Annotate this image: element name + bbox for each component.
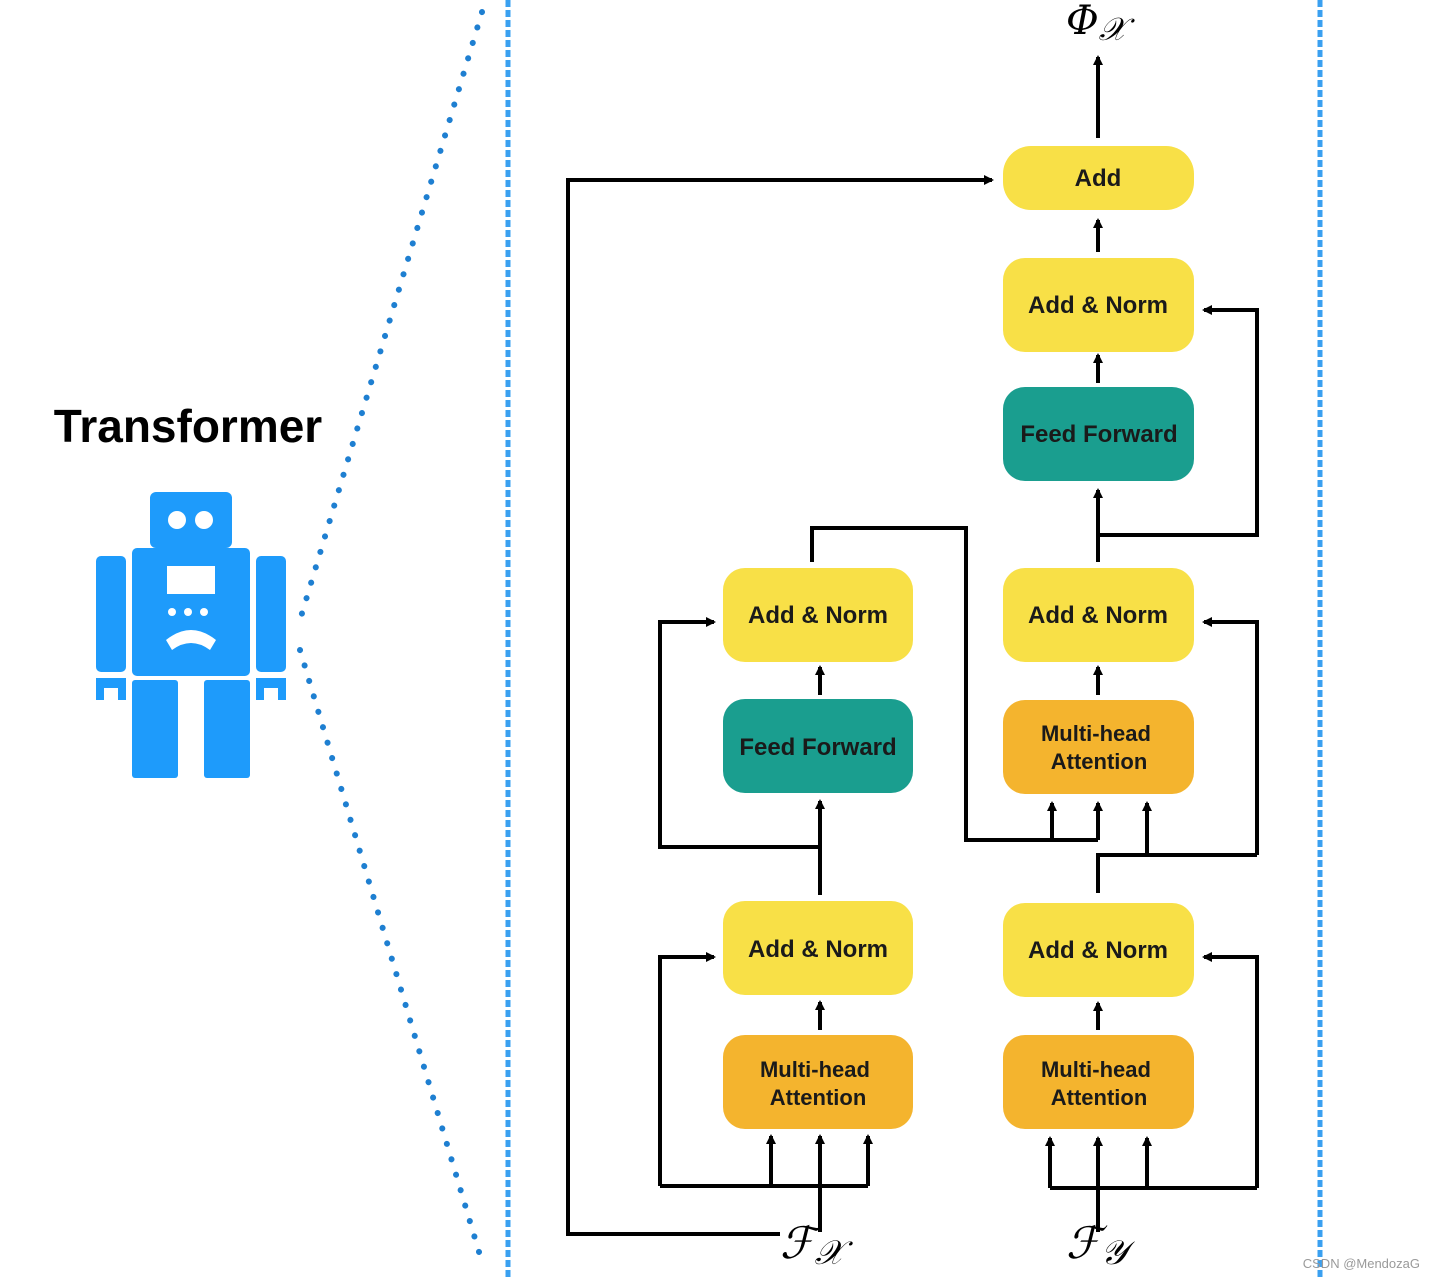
mha-line1: Multi-head: [760, 1057, 870, 1082]
multi-head-attention-box-right-bottom: [1003, 1035, 1194, 1129]
block-boxes: Add Add & Norm Feed Forward Add & Norm F…: [723, 146, 1194, 1129]
add-box-label: Add: [1075, 165, 1122, 192]
dotted-line-upper: [297, 9, 485, 623]
robot-icon: [96, 492, 286, 778]
add-norm-label-right-top: Add & Norm: [1028, 292, 1168, 319]
input-symbol-f-x: ℱ𝒳: [780, 1218, 854, 1273]
mha-line2: Attention: [1051, 749, 1148, 774]
add-norm-box-right-top: [1003, 258, 1194, 352]
multi-head-attention-box-left: [723, 1035, 913, 1129]
mha-line1: Multi-head: [1041, 1057, 1151, 1082]
multi-head-attention-label-right-bottom: Multi-head Attention: [1041, 1057, 1157, 1110]
multi-head-attention-label-right-mid: Multi-head Attention: [1041, 721, 1157, 774]
multi-head-attention-label-left: Multi-head Attention: [760, 1057, 876, 1110]
connectors: [566, 55, 1259, 1236]
add-norm-label-right-mid: Add & Norm: [1028, 602, 1168, 629]
feed-forward-label-right: Feed Forward: [1020, 421, 1177, 448]
feed-forward-label-left: Feed Forward: [739, 734, 896, 761]
global-residual-line: [566, 175, 994, 1236]
add-norm-box-right-mid: [1003, 568, 1194, 662]
output-symbol-phi-x: Φ𝒳: [1066, 0, 1136, 48]
mha-line1: Multi-head: [1041, 721, 1151, 746]
add-norm-box-left-bottom: [723, 901, 913, 995]
add-norm-label-left-bottom: Add & Norm: [748, 936, 888, 963]
dotted-line-lower: [297, 647, 485, 1265]
multi-head-attention-box-right-mid: [1003, 700, 1194, 794]
add-norm-label-right-bottom: Add & Norm: [1028, 937, 1168, 964]
transformer-title: Transformer: [54, 400, 323, 452]
add-box: [1003, 146, 1194, 210]
watermark-text: CSDN @MendozaG: [1303, 1256, 1420, 1271]
input-symbol-f-y: ℱ𝒴: [1066, 1218, 1136, 1273]
add-norm-label-left-top: Add & Norm: [748, 602, 888, 629]
mha-line2: Attention: [770, 1085, 867, 1110]
feed-forward-box-right: [1003, 387, 1194, 481]
feed-forward-box-left: [723, 699, 913, 793]
add-norm-box-right-bottom: [1003, 903, 1194, 997]
mha-line2: Attention: [1051, 1085, 1148, 1110]
add-norm-box-left-top: [723, 568, 913, 662]
